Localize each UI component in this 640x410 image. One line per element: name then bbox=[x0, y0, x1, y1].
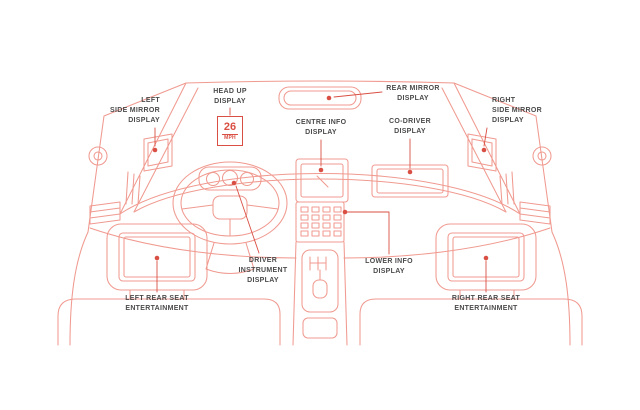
marker-dots bbox=[152, 95, 489, 261]
steering-wheel-shape bbox=[172, 161, 288, 275]
label-lower-info-display: LOWER INFO DISPLAY bbox=[365, 258, 413, 275]
label-left-side-mirror-display: LEFT SIDE MIRROR DISPLAY bbox=[110, 97, 160, 124]
seats-shape bbox=[57, 289, 583, 346]
label-left-rear-seat-entertainment: LEFT REAR SEAT ENTERTAINMENT bbox=[125, 295, 189, 312]
left-rear-marker-dot bbox=[154, 255, 160, 261]
head-up-display-box: 26 MPH bbox=[217, 116, 243, 146]
leader-lines bbox=[154, 91, 488, 293]
left-mirror-marker-dot bbox=[152, 147, 158, 153]
gear-console-shape bbox=[292, 241, 348, 346]
rear-mirror-marker-dot bbox=[326, 95, 332, 101]
button-panel-shape bbox=[295, 201, 345, 243]
label-head-up-display: HEAD UP DISPLAY bbox=[213, 88, 247, 105]
driver-instrument-marker-dot bbox=[231, 180, 237, 186]
label-co-driver-display: CO-DRIVER DISPLAY bbox=[389, 118, 431, 135]
cabin-frame bbox=[69, 80, 571, 346]
label-centre-info-display: CENTRE INFO DISPLAY bbox=[295, 119, 347, 136]
rear-mirror-display-shape bbox=[278, 86, 362, 110]
hud-speed-value: 26 bbox=[221, 120, 239, 135]
hud-speed-unit: MPH bbox=[224, 134, 236, 141]
centre-info-marker-dot bbox=[318, 167, 324, 173]
centre-display-shape bbox=[295, 158, 349, 203]
left-mirror-display-shape bbox=[143, 133, 173, 172]
right-rear-marker-dot bbox=[483, 255, 489, 261]
right-mirror-marker-dot bbox=[481, 147, 487, 153]
label-right-side-mirror-display: RIGHT SIDE MIRROR DISPLAY bbox=[492, 97, 542, 124]
right-mirror-display-shape bbox=[467, 133, 497, 172]
instrument-cluster-shape bbox=[198, 166, 262, 191]
label-rear-mirror-display: REAR MIRROR DISPLAY bbox=[386, 85, 440, 102]
co-driver-marker-dot bbox=[407, 169, 413, 175]
label-driver-instrument-display: DRIVER INSTRUMENT DISPLAY bbox=[238, 257, 288, 284]
dashboard-shape bbox=[89, 171, 551, 259]
lower-info-marker-dot bbox=[342, 209, 348, 215]
label-right-rear-seat-entertainment: RIGHT REAR SEAT ENTERTAINMENT bbox=[451, 295, 521, 312]
